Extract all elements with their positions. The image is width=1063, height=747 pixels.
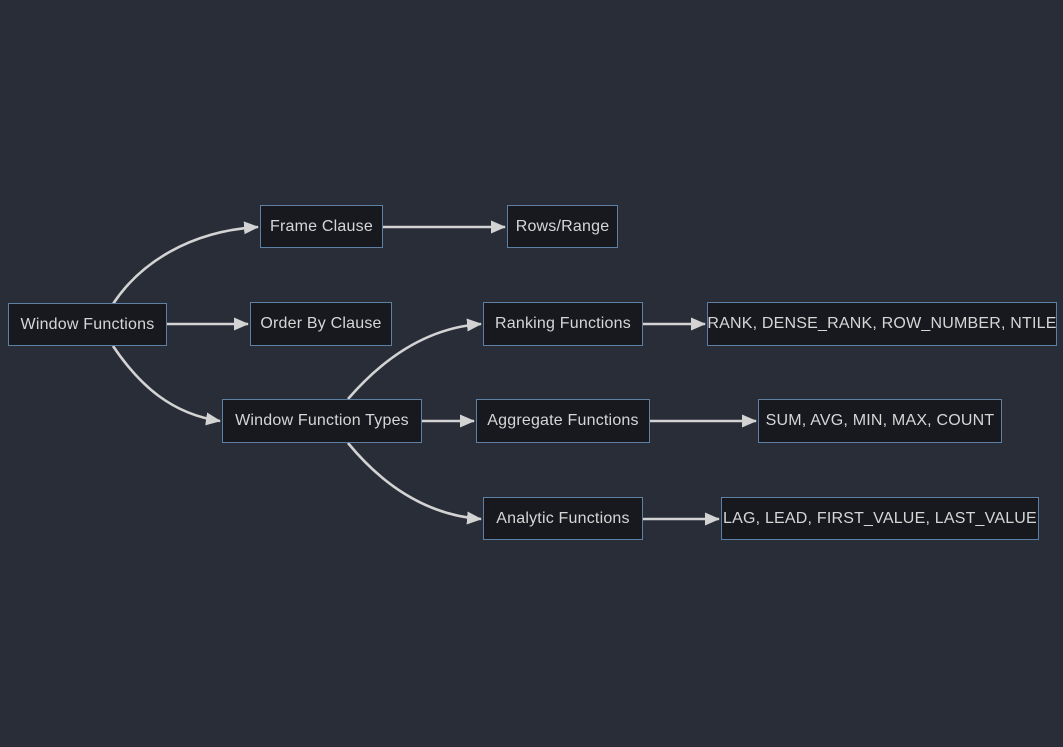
node-label: Analytic Functions (496, 509, 630, 527)
node-analytic-list: LAG, LEAD, FIRST_VALUE, LAST_VALUE (721, 497, 1039, 540)
edge-window-function-types-to-analytic-functions (346, 442, 482, 525)
node-label: SUM, AVG, MIN, MAX, COUNT (765, 412, 995, 429)
edge-window-functions-to-window-function-types (111, 345, 221, 426)
node-label: Rows/Range (515, 217, 610, 235)
node-label: Frame Clause (270, 217, 373, 235)
edge-window-functions-to-frame-clause (111, 221, 259, 305)
node-label: LAG, LEAD, FIRST_VALUE, LAST_VALUE (723, 509, 1037, 527)
node-window-functions: Window Functions (8, 303, 167, 346)
node-label: Order By Clause (260, 315, 382, 332)
node-label: Window Functions (20, 315, 155, 333)
node-rows-range: Rows/Range (507, 205, 618, 248)
node-label: Aggregate Functions (487, 412, 639, 429)
node-label: Window Function Types (235, 412, 409, 429)
edge-window-function-types-to-ranking-functions (347, 318, 482, 400)
node-analytic-functions: Analytic Functions (483, 497, 643, 540)
node-label: RANK, DENSE_RANK, ROW_NUMBER, NTILE (707, 315, 1057, 332)
node-ranking-list: RANK, DENSE_RANK, ROW_NUMBER, NTILE (707, 302, 1057, 346)
node-frame-clause: Frame Clause (260, 205, 383, 248)
node-window-function-types: Window Function Types (222, 399, 422, 443)
node-ranking-functions: Ranking Functions (483, 302, 643, 346)
node-aggregate-list: SUM, AVG, MIN, MAX, COUNT (758, 399, 1002, 443)
node-label: Ranking Functions (495, 315, 631, 332)
node-aggregate-functions: Aggregate Functions (476, 399, 650, 443)
node-order-by-clause: Order By Clause (250, 302, 392, 346)
